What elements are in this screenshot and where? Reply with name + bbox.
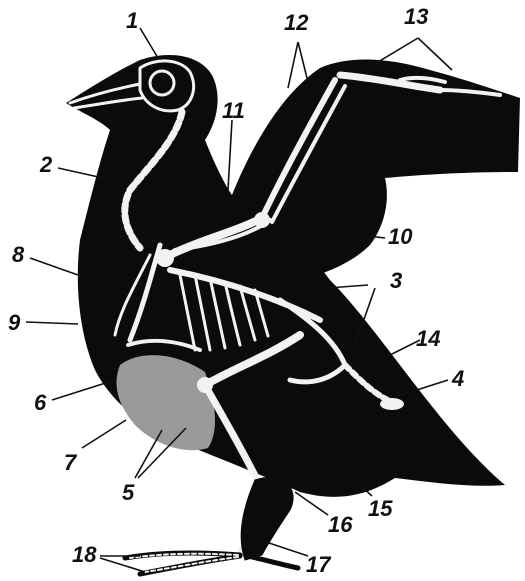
label-16: 16	[328, 512, 353, 537]
label-18: 18	[72, 542, 97, 567]
leg-and-toes	[125, 477, 298, 574]
label-17: 17	[306, 552, 332, 577]
pygostyle	[380, 398, 404, 410]
label-9: 9	[8, 310, 21, 335]
shoulder-joint	[156, 249, 174, 267]
label-5: 5	[122, 480, 135, 505]
label-2: 2	[39, 152, 53, 177]
knee-joint	[197, 377, 213, 393]
label-6: 6	[34, 390, 47, 415]
label-10: 10	[388, 224, 413, 249]
label-7: 7	[64, 450, 78, 475]
label-1: 1	[126, 8, 138, 33]
elbow-joint	[254, 212, 270, 228]
label-8: 8	[12, 242, 25, 267]
label-13: 13	[404, 4, 428, 29]
label-14: 14	[416, 326, 440, 351]
bird-silhouette	[66, 55, 520, 497]
label-15: 15	[368, 496, 393, 521]
label-4: 4	[451, 366, 464, 391]
label-12: 12	[284, 10, 309, 35]
organ-shading	[116, 355, 215, 450]
label-11: 11	[222, 98, 245, 123]
label-3: 3	[390, 268, 402, 293]
